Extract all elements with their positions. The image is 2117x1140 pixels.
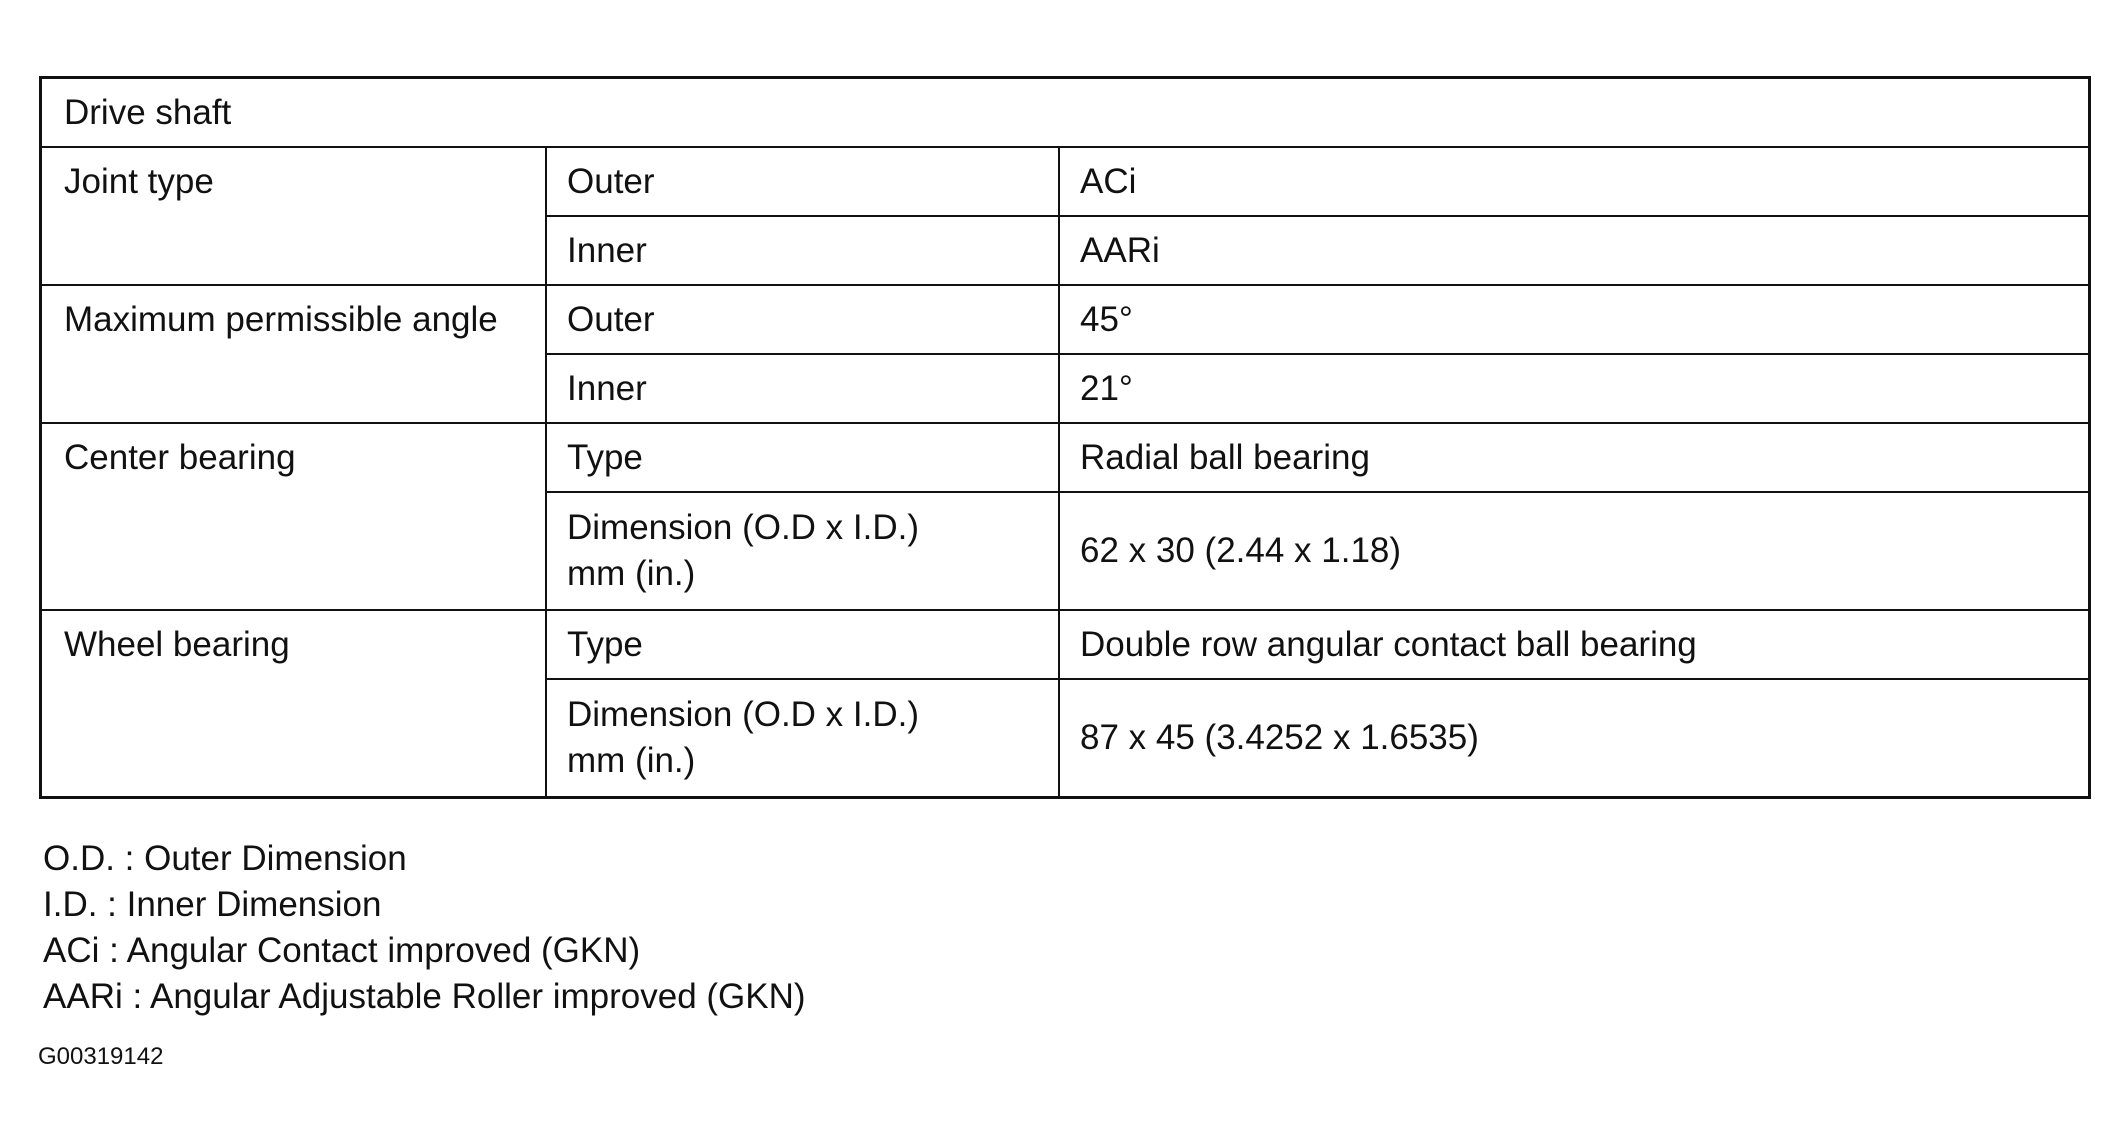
row-value-text: 87 x 45 (3.4252 x 1.6535) [1080,718,1479,757]
note-line: AARi : Angular Adjustable Roller improve… [43,977,806,1016]
spec-table: Drive shaft Joint type Outer ACi Inner A… [39,76,2091,799]
abbreviation-notes: O.D. : Outer Dimension I.D. : Inner Dime… [43,836,806,1020]
table-row: Type Double row angular contact ball bea… [547,611,2088,678]
group-rows: Outer 45° Inner 21° [547,286,2088,422]
row-key-line2: mm (in.) [567,741,696,780]
group-label: Maximum permissible angle [42,286,547,422]
row-value: ACi [1080,162,1137,201]
table-row: Inner AARi [547,215,2088,284]
group-label: Wheel bearing [42,611,547,796]
row-value: Radial ball bearing [1080,438,1370,477]
row-key-line2: mm (in.) [567,554,696,593]
group-label: Center bearing [42,424,547,609]
row-value: Double row angular contact ball bearing [1080,625,1697,664]
row-value: AARi [1080,231,1160,270]
row-key: Outer [547,148,1060,215]
row-key: Type [547,611,1060,678]
row-key: Outer [547,286,1060,353]
table-group-joint-type: Joint type Outer ACi Inner AARi [42,146,2088,284]
row-key: Dimension (O.D x I.D.) mm (in.) [547,493,1060,609]
note-line: I.D. : Inner Dimension [43,885,382,924]
table-row: Type Radial ball bearing [547,424,2088,491]
row-value: 45° [1080,300,1133,339]
note-line: O.D. : Outer Dimension [43,839,407,878]
table-group-center-bearing: Center bearing Type Radial ball bearing … [42,422,2088,609]
group-rows: Outer ACi Inner AARi [547,148,2088,284]
table-row: Dimension (O.D x I.D.) mm (in.) 87 x 45 … [547,678,2088,796]
table-header-row: Drive shaft [42,79,2088,146]
table-group-wheel-bearing: Wheel bearing Type Double row angular co… [42,609,2088,796]
group-rows: Type Radial ball bearing Dimension (O.D … [547,424,2088,609]
row-key-line1: Dimension (O.D x I.D.) [567,695,919,734]
table-group-max-angle: Maximum permissible angle Outer 45° Inne… [42,284,2088,422]
table-row: Inner 21° [547,353,2088,422]
row-key: Type [547,424,1060,491]
note-line: ACi : Angular Contact improved (GKN) [43,931,641,970]
figure-code: G00319142 [38,1043,164,1070]
group-rows: Type Double row angular contact ball bea… [547,611,2088,796]
table-header: Drive shaft [64,92,232,132]
row-value: 87 x 45 (3.4252 x 1.6535) [1060,680,2088,796]
row-value: 62 x 30 (2.44 x 1.18) [1060,493,2088,609]
row-key: Inner [547,217,1060,284]
row-value-text: 62 x 30 (2.44 x 1.18) [1080,531,1402,570]
row-key-line1: Dimension (O.D x I.D.) [567,508,919,547]
table-row: Outer 45° [547,286,2088,353]
table-row: Dimension (O.D x I.D.) mm (in.) 62 x 30 … [547,491,2088,609]
group-label: Joint type [42,148,547,284]
row-value: 21° [1080,369,1133,408]
row-key: Inner [547,355,1060,422]
row-key: Dimension (O.D x I.D.) mm (in.) [547,680,1060,796]
table-row: Outer ACi [547,148,2088,215]
